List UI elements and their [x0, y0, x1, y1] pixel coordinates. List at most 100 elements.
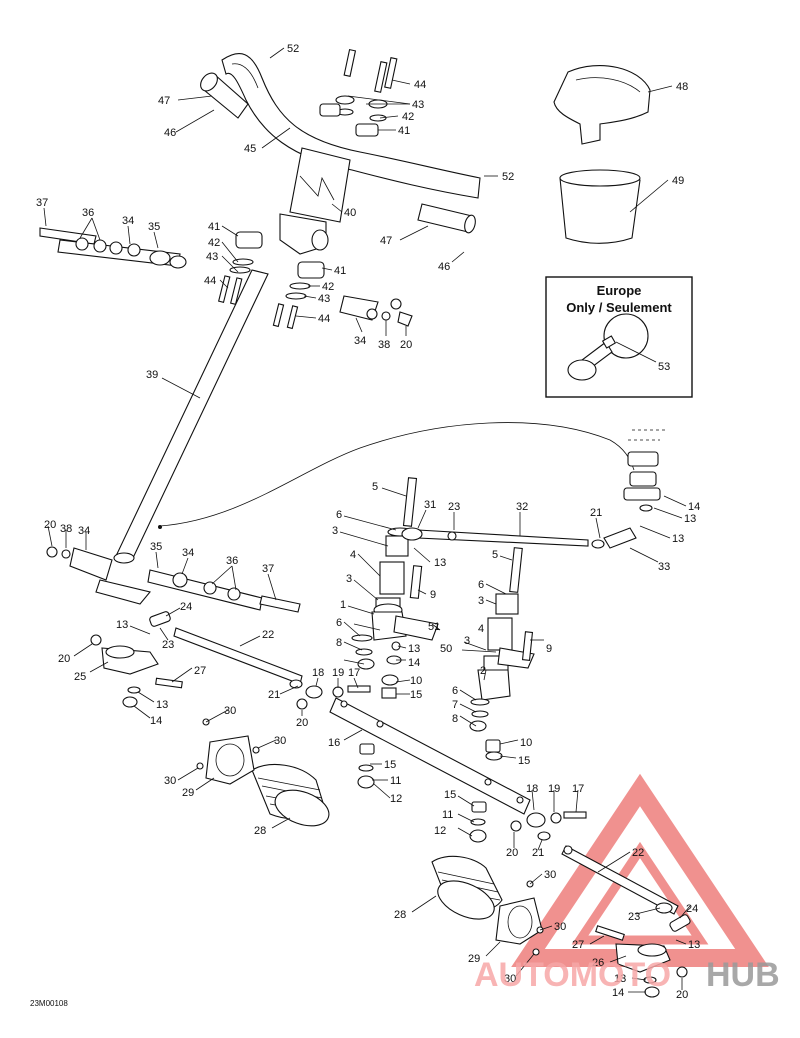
label-15: 15	[410, 689, 422, 701]
label-34-c: 34	[78, 525, 90, 537]
part-labels: 52 47 46 45 44 43 42 41 48 49 52 40 47 4…	[36, 43, 700, 1001]
label-37: 37	[36, 197, 48, 209]
label-17-b: 17	[572, 783, 584, 795]
left-tie-rod	[173, 627, 371, 710]
label-6-c: 6	[336, 617, 342, 629]
label-18-b: 18	[526, 783, 538, 795]
label-3-c: 3	[346, 573, 352, 585]
label-23: 23	[448, 501, 460, 513]
label-6: 6	[336, 509, 342, 521]
label-12: 12	[390, 793, 402, 805]
label-35-b: 35	[150, 541, 162, 553]
label-19: 19	[332, 667, 344, 679]
label-31: 31	[424, 499, 436, 511]
label-13: 13	[684, 513, 696, 525]
label-3: 3	[332, 525, 338, 537]
label-23-b: 23	[162, 639, 174, 651]
label-46-b: 46	[438, 261, 450, 273]
handlebar-grip-right	[417, 203, 476, 234]
label-37-b: 37	[262, 563, 274, 575]
label-50: 50	[440, 643, 452, 655]
steering-column-bracket	[279, 147, 351, 255]
label-30-e: 30	[554, 921, 566, 933]
label-10-b: 10	[520, 737, 532, 749]
label-20-d: 20	[296, 717, 308, 729]
label-20-b: 20	[44, 519, 56, 531]
label-20-f: 20	[676, 989, 688, 1001]
europe-note-box: Europe Only / Seulement	[545, 276, 693, 398]
label-49: 49	[672, 175, 684, 187]
label-29-b: 29	[468, 953, 480, 965]
label-43-b: 43	[206, 251, 218, 263]
label-38-b: 38	[60, 523, 72, 535]
label-5: 5	[372, 481, 378, 493]
label-24-b: 24	[686, 903, 698, 915]
label-25: 25	[74, 671, 86, 683]
label-22-b: 22	[632, 847, 644, 859]
watermark-part-2: HUB	[706, 956, 780, 994]
label-30: 30	[224, 705, 236, 717]
label-30-b: 30	[274, 735, 286, 747]
label-43: 43	[412, 99, 424, 111]
label-7: 7	[452, 699, 458, 711]
left-boot	[251, 764, 330, 827]
label-27-b: 27	[572, 939, 584, 951]
label-1: 1	[340, 599, 346, 611]
right-boot-plate	[495, 880, 544, 956]
label-30-d: 30	[544, 869, 556, 881]
label-33: 33	[658, 561, 670, 573]
handlebar-cover	[553, 65, 651, 145]
upper-left-linkage	[39, 227, 187, 269]
label-48: 48	[676, 81, 688, 93]
label-14-b: 14	[408, 657, 420, 669]
leader-lines	[43, 47, 691, 993]
label-15-c: 15	[384, 759, 396, 771]
label-3-d: 3	[464, 635, 470, 647]
label-21-c: 21	[532, 847, 544, 859]
label-20: 20	[400, 339, 412, 351]
steering-cable	[158, 422, 635, 529]
label-45: 45	[244, 143, 256, 155]
cable-end-bracket	[623, 429, 666, 512]
label-13-d: 13	[408, 643, 420, 655]
label-47: 47	[158, 95, 170, 107]
label-41: 41	[398, 125, 410, 137]
label-21-b: 21	[268, 689, 280, 701]
label-6-b: 6	[478, 579, 484, 591]
label-13-b: 13	[672, 533, 684, 545]
label-52-b: 52	[502, 171, 514, 183]
upper-tie-rod	[401, 527, 637, 549]
label-30-c: 30	[164, 775, 176, 787]
right-steering-arm	[595, 925, 688, 998]
label-36: 36	[82, 207, 94, 219]
label-15-b: 15	[518, 755, 530, 767]
label-40: 40	[344, 207, 356, 219]
watermark-text: AUTOMOTO HUB	[474, 956, 780, 994]
label-24: 24	[180, 601, 192, 613]
label-34-d: 34	[182, 547, 194, 559]
label-16: 16	[328, 737, 340, 749]
label-39: 39	[146, 369, 158, 381]
label-6-d: 6	[452, 685, 458, 697]
label-43-c: 43	[318, 293, 330, 305]
label-8: 8	[336, 637, 342, 649]
handlebar	[221, 53, 481, 199]
label-21: 21	[590, 507, 602, 519]
label-9-b: 9	[546, 643, 552, 655]
label-26: 26	[592, 957, 604, 969]
label-28: 28	[254, 825, 266, 837]
label-20-c: 20	[58, 653, 70, 665]
label-14-c: 14	[150, 715, 162, 727]
label-52: 52	[287, 43, 299, 55]
label-38: 38	[378, 339, 390, 351]
label-51: 51	[428, 621, 440, 633]
center-upper-spindle	[371, 477, 439, 641]
label-47-b: 47	[380, 235, 392, 247]
label-36-b: 36	[226, 555, 238, 567]
cross-link	[329, 697, 531, 815]
handlebar-grip-left	[200, 72, 249, 119]
label-11: 11	[390, 775, 401, 787]
label-2: 2	[480, 665, 486, 677]
right-tie-rod	[561, 845, 691, 932]
